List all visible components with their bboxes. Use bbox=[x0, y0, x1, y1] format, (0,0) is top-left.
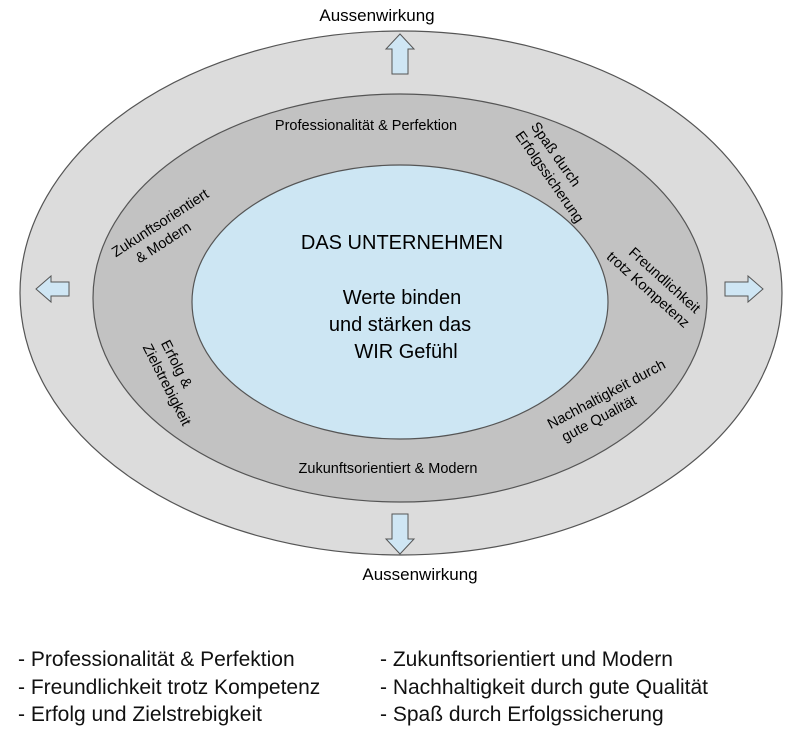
value-diagram: Aussenwirkung Aussenwirkung DAS UNTERNEH… bbox=[19, 6, 783, 584]
center-line-3: WIR Gefühl bbox=[354, 341, 457, 363]
arrow-down-icon bbox=[384, 513, 416, 555]
core-ellipse bbox=[191, 164, 609, 440]
legend-item: - Professionalität & Perfektion bbox=[18, 648, 295, 671]
ring-label-top: Professionalität & Perfektion bbox=[275, 118, 457, 134]
center-line-2: und stärken das bbox=[329, 314, 471, 336]
center-title: DAS UNTERNEHMEN bbox=[301, 232, 503, 254]
outer-label-bottom: Aussenwirkung bbox=[362, 565, 477, 584]
legend-item: - Nachhaltigkeit durch gute Qualität bbox=[380, 675, 709, 699]
legend-item: - Erfolg und Zielstrebigkeit bbox=[18, 703, 262, 726]
arrow-up-icon bbox=[384, 33, 416, 75]
legend-item: - Spaß durch Erfolgssicherung bbox=[380, 703, 664, 726]
outer-label-top: Aussenwirkung bbox=[319, 6, 434, 25]
arrow-right-icon bbox=[724, 274, 764, 304]
arrow-left-icon bbox=[35, 274, 70, 304]
legend-item: - Zukunftsorientiert und Modern bbox=[380, 648, 673, 671]
legend-item: - Freundlichkeit trotz Kompetenz bbox=[18, 675, 321, 699]
legend-right-column: - Zukunftsorientiert und Modern - Nachha… bbox=[380, 646, 708, 729]
center-line-1: Werte binden bbox=[343, 287, 462, 309]
legend-left-column: - Professionalität & Perfektion - Freund… bbox=[18, 646, 320, 729]
ring-label-bottom: Zukunftsorientiert & Modern bbox=[299, 461, 478, 477]
